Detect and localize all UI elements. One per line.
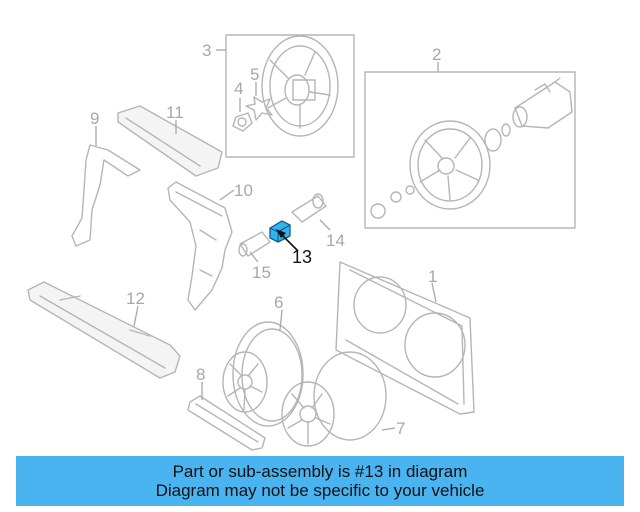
fan-motor-assembly-part-2[interactable] bbox=[364, 71, 576, 229]
banner-line-part-number: Part or sub-assembly is #13 in diagram bbox=[172, 462, 468, 481]
fan-blade-assembly-part-3[interactable] bbox=[225, 34, 355, 158]
tie-bar-part-11[interactable] bbox=[117, 105, 223, 177]
callout-10: 10 bbox=[234, 181, 253, 200]
air-deflector-part-10[interactable] bbox=[167, 181, 233, 311]
fan-assembly-part-7[interactable] bbox=[281, 351, 387, 447]
callout-11: 11 bbox=[166, 103, 184, 122]
callout-15: 15 bbox=[252, 263, 271, 282]
callout-9: 9 bbox=[90, 109, 99, 128]
side-bracket-part-9[interactable] bbox=[71, 144, 141, 247]
nut-part-4[interactable] bbox=[232, 112, 253, 132]
callout-13-highlighted: 13 bbox=[292, 247, 312, 267]
parts-diagram: 3 2 4 5 11 9 10 1 12 14 15 6 8 7 13 bbox=[27, 34, 576, 451]
callout-7: 7 bbox=[396, 419, 405, 438]
callout-1: 1 bbox=[428, 267, 437, 286]
callout-5: 5 bbox=[250, 65, 259, 84]
callout-2: 2 bbox=[432, 45, 441, 64]
callout-8: 8 bbox=[196, 365, 205, 384]
info-banner: Part or sub-assembly is #13 in diagram D… bbox=[16, 456, 624, 506]
callout-12: 12 bbox=[126, 289, 145, 308]
lower-support-part-12[interactable] bbox=[27, 281, 181, 379]
sensor-part-14[interactable] bbox=[291, 193, 327, 223]
callout-3: 3 bbox=[202, 41, 211, 60]
switch-part-15[interactable] bbox=[238, 231, 271, 257]
callout-4: 4 bbox=[234, 79, 243, 98]
seal-strip-part-8[interactable] bbox=[187, 395, 266, 451]
radiator-shroud-part-1[interactable] bbox=[335, 261, 475, 415]
callout-6: 6 bbox=[274, 293, 283, 312]
fan-part-6-blades[interactable] bbox=[222, 351, 268, 413]
star-washer-part-5[interactable] bbox=[245, 96, 273, 121]
callout-14: 14 bbox=[326, 231, 345, 250]
leader-lines bbox=[95, 49, 439, 431]
banner-line-disclaimer: Diagram may not be specific to your vehi… bbox=[155, 481, 485, 500]
